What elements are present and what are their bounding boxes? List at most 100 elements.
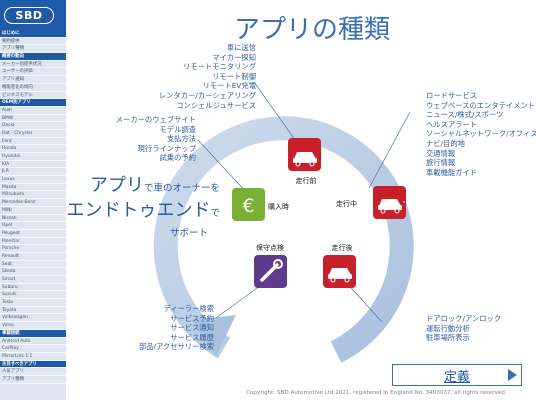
sidebar-item[interactable]: Renault — [0, 253, 66, 261]
definition-button-label: 定義 — [443, 369, 470, 385]
list-item: リモートモニタリング — [183, 62, 256, 72]
sidebar-item[interactable]: アプリ種類 — [0, 376, 66, 384]
sidebar-item[interactable]: ビジネスモデル — [0, 92, 66, 100]
list-item: 交通情報 — [426, 148, 456, 158]
sbd-logo: SBD — [4, 6, 54, 24]
sidebar-item[interactable]: BMW — [0, 115, 66, 123]
sidebar-item[interactable]: Mazda — [0, 184, 66, 192]
list-maintenance: ディーラー検索サービス予約サービス通知サービス履歴部品/アクセサリー検索 — [86, 304, 214, 352]
sidebar-item[interactable]: Opel — [0, 222, 66, 230]
wrench-icon — [260, 259, 283, 282]
sidebar-item[interactable]: Smart — [0, 276, 66, 284]
list-purchase: メーカーのウェブサイトモデル調査支払方法現行ラインナップ試乗の予約 — [76, 115, 196, 163]
list-item: ソーシャルネットワーク/オフィス — [426, 129, 536, 139]
list-item: 車載機能ガイド — [426, 167, 478, 177]
sidebar-item[interactable]: Lexus — [0, 176, 66, 184]
sidebar-item[interactable]: CarPlay — [0, 345, 66, 353]
sidebar-section-header[interactable]: 車載接続 — [0, 329, 66, 338]
list-item: コンシェルジュサービス — [176, 100, 256, 110]
sidebar-item[interactable]: Mitsubishi — [0, 191, 66, 200]
sidebar-item[interactable]: Skoda — [0, 268, 66, 276]
sidebar-item[interactable]: JLR — [0, 168, 66, 177]
sidebar-item[interactable]: Honda — [0, 145, 66, 153]
leader-right — [368, 111, 411, 189]
list-item: 支払方法 — [166, 134, 196, 144]
sidebar-item[interactable]: Mercedes-Benz — [0, 199, 66, 207]
sidebar-section-header[interactable]: 概要の動向 — [0, 53, 66, 61]
sidebar-item[interactable]: Hyundai — [0, 153, 66, 161]
sidebar-item[interactable]: 人気アプリ — [0, 368, 66, 376]
list-item: 旅行情報 — [426, 158, 456, 168]
sidebar-item[interactable]: ユーザーの評価 — [0, 68, 66, 77]
sidebar-item[interactable]: Nissan — [0, 215, 66, 223]
list-driving: ロードサービスウェブベースのエンタテイメントニュース/株式/スポーツヘルスアラー… — [426, 91, 536, 177]
sidebar-item[interactable]: Tesla — [0, 299, 66, 307]
sidebar-item[interactable]: KIA — [0, 161, 66, 169]
hero-line1-small: で車のオーナーを — [143, 183, 220, 194]
list-item: マイカー探知 — [212, 52, 256, 62]
sidebar-item[interactable]: メーカー別提供状況 — [0, 61, 66, 69]
list-item: 現行ラインナップ — [137, 143, 196, 153]
list-item: ナビ/目的地 — [426, 138, 465, 148]
list-item: 駐車場所表示 — [426, 333, 470, 343]
stage-label-purchase: 購入時 — [268, 202, 289, 211]
sidebar-item[interactable]: Volkswagen — [0, 314, 66, 323]
list-item: リモートEV充電 — [202, 81, 256, 91]
euro-icon: € — [242, 195, 254, 217]
list-item: ドアロック/アンロック — [426, 314, 502, 323]
sidebar-item[interactable]: アプリ種類 — [0, 45, 66, 54]
hero-line1-big: アプリ — [89, 175, 144, 196]
cycle-ring — [153, 116, 414, 363]
list-item: サービス通知 — [170, 323, 214, 333]
sidebar-section-header[interactable]: はじめに — [0, 30, 66, 38]
logo-area: SBD — [0, 0, 66, 30]
hero-line2-big: エンドトゥエンド — [66, 200, 211, 221]
sidebar-item[interactable]: Subaru — [0, 284, 66, 292]
sidebar-item[interactable]: Android Auto — [0, 338, 66, 346]
list-pre-drive: 車に送信マイカー探知リモートモニタリングリモート制御リモートEV充電レンタカー/… — [146, 43, 256, 110]
sidebar-item[interactable]: Volvo — [0, 322, 66, 330]
list-item: ウェブベースのエンタテイメント — [426, 100, 536, 110]
list-item: ヘルスアラート — [426, 119, 478, 129]
stage-label-pre-drive: 走行前 — [296, 176, 317, 185]
lifecycle-diagram: € 走行前 走行中 走行後 保守点検 購入時 — [153, 81, 414, 363]
sidebar-item[interactable]: Polestar — [0, 238, 66, 246]
sidebar-item[interactable]: Audi — [0, 107, 66, 115]
sidebar-section-header[interactable]: OEM別アプリ — [0, 99, 66, 107]
list-item: レンタカー/カーシェアリング — [158, 90, 256, 100]
car-parked-icon — [328, 268, 352, 283]
list-item: サービス予約 — [170, 313, 214, 323]
list-item: サービス履歴 — [170, 332, 214, 342]
sidebar-item[interactable]: 要約提供 — [0, 38, 66, 46]
sidebar-item[interactable]: Suzuki — [0, 291, 66, 300]
copyright-footer: Copyright: SBD Automotive Ltd 2021, regi… — [246, 390, 507, 396]
hero-text: アプリで車のオーナーを エンドトゥエンドで サポート — [58, 175, 220, 240]
sidebar-item[interactable]: Fiat - Chrysler — [0, 130, 66, 138]
list-item: ロードサービス — [426, 91, 478, 100]
sidebar-item[interactable]: 機能進化の傾向 — [0, 84, 66, 92]
definition-button[interactable]: 定義 — [392, 364, 522, 386]
play-arrow-icon — [508, 369, 517, 381]
main-content: アプリの種類 — [66, 0, 536, 400]
list-item: リモート制御 — [212, 71, 256, 81]
sidebar-item[interactable]: MirrorLink 1.1 — [0, 353, 66, 361]
sidebar-item[interactable]: アプリ通知 — [0, 76, 66, 84]
stage-node-maintenance — [254, 255, 287, 288]
stage-label-post-drive: 走行後 — [332, 243, 353, 252]
sidebar-item[interactable]: Dacia — [0, 122, 66, 130]
sidebar-item[interactable]: MINI — [0, 207, 66, 215]
sidebar-item[interactable]: Peugeot — [0, 230, 66, 238]
stage-label-driving: 走行中 — [336, 199, 357, 208]
sidebar-nav: はじめに要約提供アプリ種類概要の動向メーカー別提供状況ユーザーの評価アプリ通知機… — [0, 30, 66, 384]
sidebar-section-header[interactable]: 注目すべきアプリ — [0, 360, 66, 369]
sidebar-item[interactable]: Porsche — [0, 245, 66, 253]
sidebar-item[interactable]: Toyota — [0, 307, 66, 315]
hero-line2-small: で — [210, 208, 220, 219]
sidebar-item[interactable]: Seat — [0, 261, 66, 269]
list-item: ニュース/株式/スポーツ — [426, 110, 504, 120]
list-item: 部品/アクセサリー検索 — [138, 342, 214, 352]
car-moving-icon — [378, 199, 405, 214]
cycle-arrowhead — [192, 315, 236, 356]
sidebar: SBD はじめに要約提供アプリ種類概要の動向メーカー別提供状況ユーザーの評価アプ… — [0, 0, 66, 400]
sidebar-item[interactable]: Ford — [0, 138, 66, 146]
